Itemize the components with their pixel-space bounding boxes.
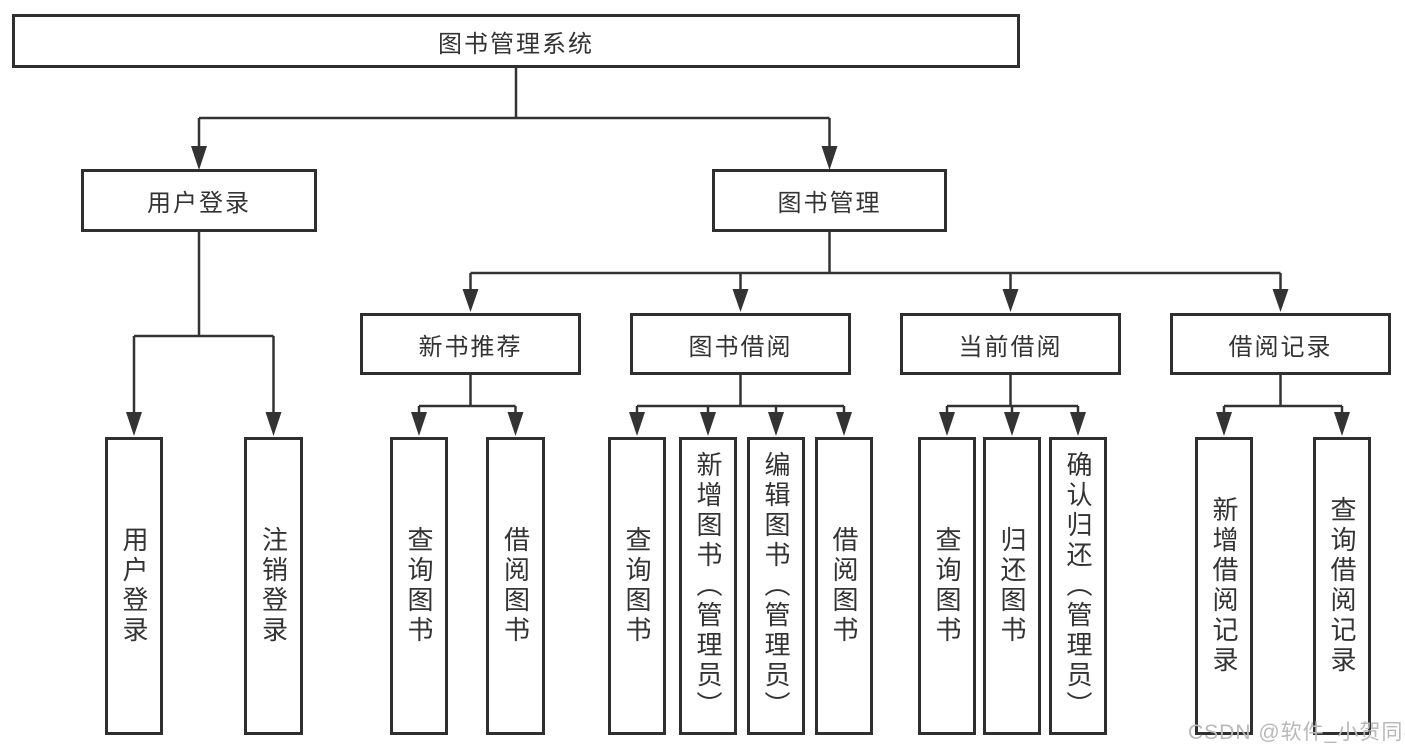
node-user-login-branch: 用户登录 bbox=[81, 169, 317, 232]
node-library-system: 图书管理系统 bbox=[12, 14, 1020, 68]
leaf-user-login: 用户登录 bbox=[105, 437, 163, 735]
node-label: 编辑图书（管理员） bbox=[761, 451, 791, 721]
node-label: 新书推荐 bbox=[418, 333, 523, 361]
node-label: 确认归还（管理员） bbox=[1063, 451, 1093, 721]
node-label: 查询图书 bbox=[404, 526, 434, 646]
node-label: 当前借阅 bbox=[958, 333, 1063, 361]
node-label: 图书管理系统 bbox=[438, 30, 594, 58]
node-label: 查询图书 bbox=[932, 526, 962, 646]
node-label: 新增借阅记录 bbox=[1209, 496, 1239, 676]
node-label: 图书借阅 bbox=[688, 333, 793, 361]
node-book-management: 图书管理 bbox=[712, 169, 947, 232]
node-label: 新增图书（管理员） bbox=[693, 451, 723, 721]
node-label: 借阅图书 bbox=[829, 526, 859, 646]
node-borrowing-records: 借阅记录 bbox=[1170, 313, 1391, 375]
leaf-logout: 注销登录 bbox=[244, 437, 303, 735]
node-label: 查询图书 bbox=[622, 526, 652, 646]
node-label: 归还图书 bbox=[997, 526, 1027, 646]
leaf-confirm-return-admin: 确认归还（管理员） bbox=[1049, 437, 1107, 735]
leaf-add-borrow-record: 新增借阅记录 bbox=[1195, 437, 1253, 735]
node-label: 图书管理 bbox=[777, 190, 882, 217]
node-current-borrowing: 当前借阅 bbox=[900, 313, 1121, 375]
node-book-borrowing: 图书借阅 bbox=[630, 313, 851, 375]
leaf-query-borrow-record: 查询借阅记录 bbox=[1313, 437, 1371, 735]
leaf-add-books-admin: 新增图书（管理员） bbox=[679, 437, 737, 735]
leaf-query-books-recommend: 查询图书 bbox=[390, 437, 448, 735]
node-label: 借阅图书 bbox=[500, 526, 531, 646]
leaf-borrow-books-recommend: 借阅图书 bbox=[486, 437, 545, 735]
node-label: 用户登录 bbox=[147, 190, 251, 217]
node-label: 用户登录 bbox=[119, 526, 149, 646]
leaf-borrow-books: 借阅图书 bbox=[815, 437, 873, 735]
node-new-book-recommend: 新书推荐 bbox=[360, 313, 581, 375]
node-label: 查询借阅记录 bbox=[1327, 496, 1357, 676]
node-label: 借阅记录 bbox=[1228, 333, 1333, 361]
leaf-query-books-current: 查询图书 bbox=[918, 437, 976, 735]
leaf-return-books: 归还图书 bbox=[983, 437, 1041, 735]
leaf-edit-books-admin: 编辑图书（管理员） bbox=[747, 437, 805, 735]
csdn-watermark: CSDN @软件_小贺同学 bbox=[1188, 721, 1405, 744]
leaf-query-books-borrowing: 查询图书 bbox=[608, 437, 666, 735]
node-label: 注销登录 bbox=[258, 526, 289, 646]
